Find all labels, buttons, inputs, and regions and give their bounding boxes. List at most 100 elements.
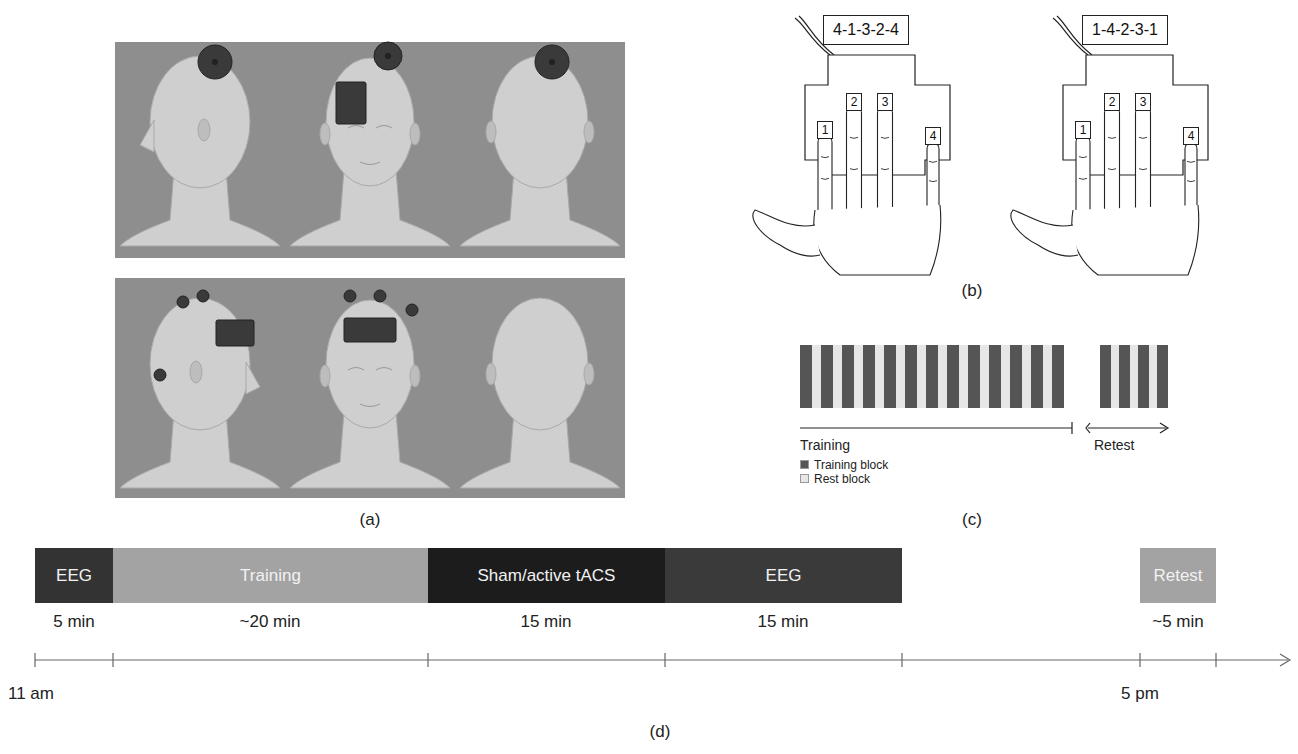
node-text: 3: [882, 95, 889, 109]
training-block: [821, 345, 833, 408]
render-panel: [115, 42, 625, 258]
knuckle: [850, 137, 858, 138]
span-label: Retest: [1094, 437, 1134, 453]
skull: [492, 298, 588, 430]
electrode: [374, 290, 386, 302]
rest-block: [938, 345, 947, 408]
node-text: Sham/active tACS: [478, 566, 616, 586]
rest-block: [896, 345, 905, 408]
training-block: [884, 345, 896, 408]
knuckle: [929, 181, 937, 182]
node-text: 2: [1109, 95, 1116, 109]
ear: [320, 365, 330, 387]
timeline-segment: Retest: [1140, 548, 1216, 603]
rest-block: [917, 345, 926, 408]
head-model: [290, 42, 450, 246]
span-tick: [1086, 423, 1090, 433]
legend-text: Training block: [814, 458, 888, 472]
training-block: [800, 345, 812, 408]
eyes: [348, 368, 392, 371]
training-span: [800, 427, 1072, 428]
node-text: 4: [1188, 129, 1195, 143]
arrow-head: [1160, 423, 1168, 433]
rest-block: [1130, 345, 1138, 408]
node-text: 1: [1080, 123, 1087, 137]
ear: [584, 363, 594, 385]
knuckle: [1187, 161, 1195, 162]
node-text: 1-4-2-3-1: [1092, 21, 1158, 39]
electrode: [406, 304, 418, 316]
skull: [150, 56, 250, 188]
rest-block: [1022, 345, 1031, 408]
knuckle: [1079, 178, 1087, 179]
panel-label: (a): [360, 510, 381, 530]
duration: 15 min: [520, 612, 571, 632]
palm: [814, 205, 941, 275]
timeline-segment: EEG: [35, 548, 113, 603]
hand-keypad: [753, 16, 1208, 275]
hand: [1011, 16, 1208, 275]
rest-block: [959, 345, 968, 408]
legend-text: Rest block: [814, 472, 870, 486]
skull: [326, 58, 414, 186]
block-schedule: [800, 345, 1168, 408]
electrode-pad: [336, 82, 366, 124]
duration: ~5 min: [1152, 612, 1204, 632]
span-label: Training: [800, 437, 850, 453]
time-label: 5 pm: [1121, 684, 1159, 704]
mouth: [360, 404, 380, 407]
training-block: [1010, 345, 1022, 408]
sequence-box: 4-1-3-2-4: [823, 15, 909, 45]
key-number: 4: [925, 127, 941, 145]
ear: [486, 363, 496, 385]
thumb: [753, 210, 820, 256]
duration: 15 min: [757, 612, 808, 632]
ear: [486, 121, 496, 143]
render-panel: [115, 278, 625, 498]
head-model: [460, 298, 620, 488]
training-block: [968, 345, 980, 408]
ear: [198, 119, 210, 141]
duration: 5 min: [53, 612, 95, 632]
node-text: EEG: [766, 566, 802, 586]
knuckle: [1139, 137, 1147, 138]
electrode-pad: [344, 318, 396, 342]
skull: [492, 56, 588, 188]
training-block: [1119, 345, 1130, 408]
ear: [584, 121, 594, 143]
electrode-center: [212, 59, 218, 65]
legend-swatch: [800, 460, 809, 469]
nose: [246, 362, 260, 394]
knuckle: [1187, 181, 1195, 182]
node-text: 3: [1140, 95, 1147, 109]
node-text: EEG: [56, 566, 92, 586]
electrode: [535, 45, 569, 79]
rest-block: [1111, 345, 1119, 408]
knuckle: [1079, 157, 1087, 158]
thumb: [1011, 210, 1078, 256]
training-block: [842, 345, 854, 408]
knuckle: [881, 137, 889, 138]
timeline-segment: Training: [113, 548, 428, 603]
skull: [326, 300, 414, 428]
hand: [753, 16, 950, 275]
key-number: 2: [1104, 93, 1120, 111]
duration: ~20 min: [240, 612, 301, 632]
node-text: 4-1-3-2-4: [833, 21, 899, 39]
arrow-head: [1280, 654, 1290, 666]
time-label: 11 am: [8, 684, 54, 704]
panel-label: (c): [962, 510, 982, 530]
node-text: 4: [930, 129, 937, 143]
key-number: 2: [846, 93, 862, 111]
rest-block: [1043, 345, 1052, 408]
sequence-box: 1-4-2-3-1: [1082, 15, 1168, 45]
eyes: [348, 126, 392, 129]
training-block: [1157, 345, 1168, 408]
knuckle: [821, 178, 829, 179]
electrode: [197, 290, 209, 302]
node-text: 1: [822, 123, 829, 137]
rest-block: [854, 345, 863, 408]
nose: [140, 120, 154, 152]
node-text: 2: [851, 95, 858, 109]
